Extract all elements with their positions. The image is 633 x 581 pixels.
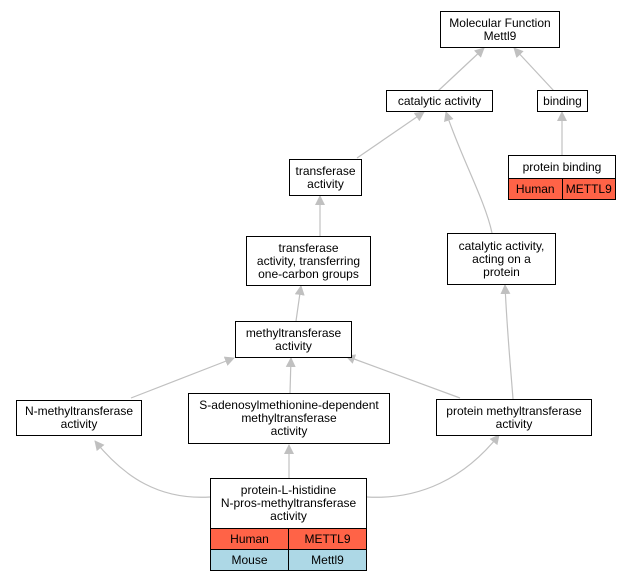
- gene-cell: METTL9: [288, 529, 366, 549]
- node-label: protein binding: [522, 159, 602, 174]
- annotation-row-human: Human METTL9: [211, 528, 366, 549]
- edge-proteinmethyl-to-methyl: [345, 354, 461, 399]
- node-label: transferase activity, transferring one-c…: [256, 240, 361, 281]
- edge-sam-to-methyl: [285, 357, 296, 394]
- node-transferase-one-carbon[interactable]: transferase activity, transferring one-c…: [246, 236, 371, 286]
- gene-cell: Mettl9: [288, 550, 366, 570]
- species-cell: Human: [509, 179, 562, 199]
- node-binding[interactable]: binding: [537, 90, 588, 112]
- node-label: Molecular Function Mettl9: [449, 15, 551, 43]
- species-cell: Human: [211, 529, 288, 549]
- node-catalytic-acting-on-protein[interactable]: catalytic activity, acting on a protein: [447, 233, 556, 285]
- node-n-methyltransferase[interactable]: N-methyltransferase activity: [16, 400, 142, 436]
- node-protein-methyltransferase[interactable]: protein methyltransferase activity: [436, 399, 592, 436]
- node-molecular-function[interactable]: Molecular Function Mettl9: [440, 11, 560, 48]
- node-label: protein methyltransferase activity: [446, 403, 582, 431]
- edge-transferase-to-catalytic: [356, 111, 425, 159]
- node-transferase-activity[interactable]: transferase activity: [289, 159, 362, 196]
- node-label: catalytic activity: [397, 93, 482, 108]
- edge-catalytic-to-mf: [437, 47, 485, 92]
- edge-catprotein-to-catalytic: [444, 111, 493, 234]
- node-protein-l-histidine-methyltransferase[interactable]: protein-L-histidine N-pros-methyltransfe…: [210, 478, 367, 571]
- annotation-row-human: Human METTL9: [509, 178, 615, 199]
- edge-binding-to-mf: [513, 47, 555, 92]
- node-protein-binding[interactable]: protein binding Human METTL9: [508, 155, 616, 200]
- species-cell: Mouse: [211, 550, 288, 570]
- node-label: binding: [543, 93, 582, 108]
- annotation-row-mouse: Mouse Mettl9: [211, 549, 366, 570]
- node-sam-dependent-methyltransferase[interactable]: S-adenosylmethionine-dependent methyltra…: [188, 393, 390, 444]
- node-label: protein-L-histidine N-pros-methyltransfe…: [220, 483, 357, 523]
- gene-cell: METTL9: [561, 179, 615, 199]
- node-label: catalytic activity, acting on a protein: [458, 238, 545, 279]
- edge-histidine-to-proteinmethyl: [366, 434, 500, 498]
- node-label: S-adenosylmethionine-dependent methyltra…: [199, 398, 379, 438]
- node-methyltransferase-activity[interactable]: methyltransferase activity: [235, 321, 352, 358]
- edge-histidine-to-nmethyl: [94, 440, 211, 498]
- node-label: N-methyltransferase activity: [24, 404, 134, 431]
- edge-proteinmethyl-to-catprotein: [500, 284, 514, 400]
- node-catalytic-activity[interactable]: catalytic activity: [386, 90, 493, 112]
- edge-methyl-to-onecarbon: [294, 285, 305, 322]
- node-label: methyltransferase activity: [245, 325, 342, 353]
- node-label: transferase activity: [295, 163, 356, 191]
- edge-nmethyl-to-methyl: [130, 356, 235, 399]
